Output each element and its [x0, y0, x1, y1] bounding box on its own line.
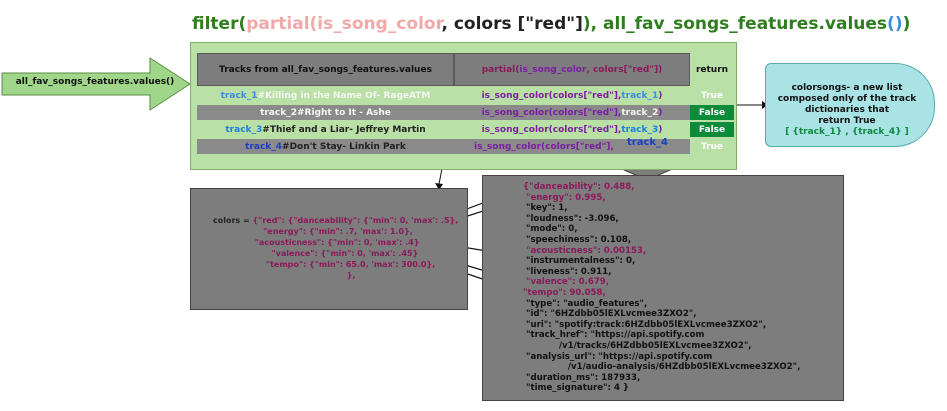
feature-key: "duration_ms" — [523, 372, 595, 383]
feature-line: "type": "audio_features", — [523, 299, 800, 310]
feature-value: : "audio_features", — [556, 298, 648, 309]
feature-line: "acousticness": 0.00153, — [523, 246, 800, 257]
title-close: ) — [902, 14, 911, 34]
feature-value: : 0.911, — [574, 266, 612, 277]
feature-value: /v1/tracks/6HZdbb05lEXLvcmee3ZXO2", — [523, 340, 752, 351]
feature-value: : 1, — [551, 203, 568, 214]
feature-value: : 0.108, — [594, 234, 632, 245]
feature-key: "tempo" — [523, 287, 563, 298]
feature-key: "liveness" — [523, 266, 575, 277]
feature-key: "speechiness" — [523, 234, 595, 245]
feature-value: : 0.679, — [572, 277, 610, 288]
feature-line: /v1/tracks/6HZdbb05lEXLvcmee3ZXO2", — [523, 341, 800, 352]
return-track4: True — [700, 141, 724, 152]
feature-key: "energy" — [523, 192, 569, 203]
filter-table: Tracks from all_fav_songs_features.value… — [190, 42, 737, 170]
feature-line: "valence": 0.679, — [523, 277, 800, 288]
feature-value: : "spotify:track:6HZdbb05lEXLvcmee3ZXO2"… — [548, 319, 767, 330]
feature-line: "time_signature": 4 } — [523, 383, 800, 394]
title-values: ), all_fav_songs_features.values — [582, 14, 888, 34]
result-shape — [765, 63, 935, 147]
feature-key: "uri" — [523, 319, 549, 330]
feature-line: "track_href": "https://api.spotify.com — [523, 330, 800, 341]
return-track2: False — [690, 105, 734, 120]
feature-line: "mode": 0, — [523, 224, 800, 235]
feature-value: : -3.096, — [578, 213, 619, 224]
feature-line: "liveness": 0.911, — [523, 267, 800, 278]
header-return: return — [695, 64, 729, 75]
feature-value: : "https://api.spotify.com — [584, 330, 705, 341]
feature-line: "duration_ms": 187933, — [523, 373, 800, 384]
colors-arrow-head — [435, 183, 443, 190]
table-fn-track2: is_song_color(colors["red"], track_2) — [454, 105, 690, 120]
table-fn-track4: is_song_color(colors["red"], — [454, 139, 690, 154]
colors-dict-box — [190, 188, 468, 310]
feature-key: "loudness" — [523, 213, 579, 224]
feature-key: "key" — [523, 203, 552, 214]
feature-value: : 0, — [561, 224, 578, 235]
feature-value: : 187933, — [594, 372, 641, 383]
feature-value: : 0.488, — [597, 182, 635, 192]
feature-key: "valence" — [523, 277, 573, 288]
header-tracks: Tracks from all_fav_songs_features.value… — [197, 53, 454, 86]
feature-key: "type" — [523, 298, 557, 309]
feature-value: /v1/audio-analysis/6HZdbb05lEXLvcmee3ZXO… — [523, 362, 801, 373]
result-list: [ {track_1} , {track_4} ] — [785, 127, 909, 137]
feature-line: /v1/audio-analysis/6HZdbb05lEXLvcmee3ZXO… — [523, 362, 801, 373]
return-track1: True — [700, 90, 724, 101]
feature-line: "uri": "spotify:track:6HZdbb05lEXLvcmee3… — [523, 320, 800, 331]
feature-line: "analysis_url": "https://api.spotify.com — [523, 352, 800, 363]
feature-line: "id": "6HZdbb05lEXLvcmee3ZXO2", — [523, 309, 800, 320]
feature-value: : 0.995, — [568, 192, 606, 203]
feature-key: "instrumentalness" — [523, 256, 620, 267]
feature-line: "instrumentalness": 0, — [523, 256, 800, 267]
feature-line: "tempo": 90.058, — [523, 288, 800, 299]
title-filter: filter( — [192, 14, 247, 34]
header-partial: partial(is_song_color, colors["red"]) — [454, 53, 690, 86]
table-fn-track3: is_song_color(colors["red"], track_3) — [454, 122, 690, 137]
table-fn-track1: is_song_color(colors["red"], track_1) — [454, 88, 690, 103]
features-dict-box — [482, 175, 844, 401]
feature-line: "key": 1, — [523, 203, 800, 214]
feature-value: : "6HZdbb05lEXLvcmee3ZXO2", — [544, 309, 697, 320]
feature-key: "id" — [523, 309, 545, 320]
feature-key: {"danceability" — [523, 182, 598, 192]
input-arrow-label: all_fav_songs_features.values() — [15, 77, 175, 87]
return-track3: False — [690, 122, 734, 137]
table-row-track2: track_2 #Right to It - Ashe — [197, 105, 454, 120]
feature-key: "track_href" — [523, 330, 585, 341]
feature-line: "speechiness": 0.108, — [523, 235, 800, 246]
title-colors: , colors ["red"] — [441, 14, 583, 34]
table-row-track4: track_4 #Don't Stay- Linkin Park — [197, 139, 454, 154]
title-call: () — [887, 14, 903, 34]
feature-key: "time_signature" — [523, 383, 608, 394]
diagram-title: filter(partial(is_song_color, colors ["r… — [192, 14, 910, 34]
result-description: colorsongs- a new list composed only of … — [772, 83, 922, 138]
table-row-track3: track_3 #Thief and a Liar- Jeffrey Marti… — [197, 122, 454, 137]
feature-key: "analysis_url" — [523, 351, 592, 362]
feature-line: {"danceability": 0.488, — [523, 182, 800, 193]
feature-value: : 90.058, — [562, 287, 606, 298]
feature-line: "loudness": -3.096, — [523, 214, 800, 225]
feature-line: "energy": 0.995, — [523, 193, 800, 204]
title-partial: partial(is_song_color — [246, 14, 442, 34]
colors-dict-text: colors = {"red": {"danceability": {"min"… — [213, 216, 459, 280]
feature-key: "acousticness" — [523, 245, 598, 256]
table-row-track1: track_1 #Killing in the Name Of- RageATM — [197, 88, 454, 103]
feature-value: : 0.00153, — [597, 245, 647, 256]
features-dict-text: {"danceability": 0.488, "energy": 0.995,… — [523, 182, 800, 394]
feature-key: "mode" — [523, 224, 562, 235]
feature-value: : 4 } — [607, 383, 630, 394]
left-input-arrow — [1, 57, 191, 111]
track4-callout-label: track_4 — [627, 137, 668, 148]
feature-value: : "https://api.spotify.com — [592, 351, 713, 362]
feature-value: : 0, — [619, 256, 636, 267]
